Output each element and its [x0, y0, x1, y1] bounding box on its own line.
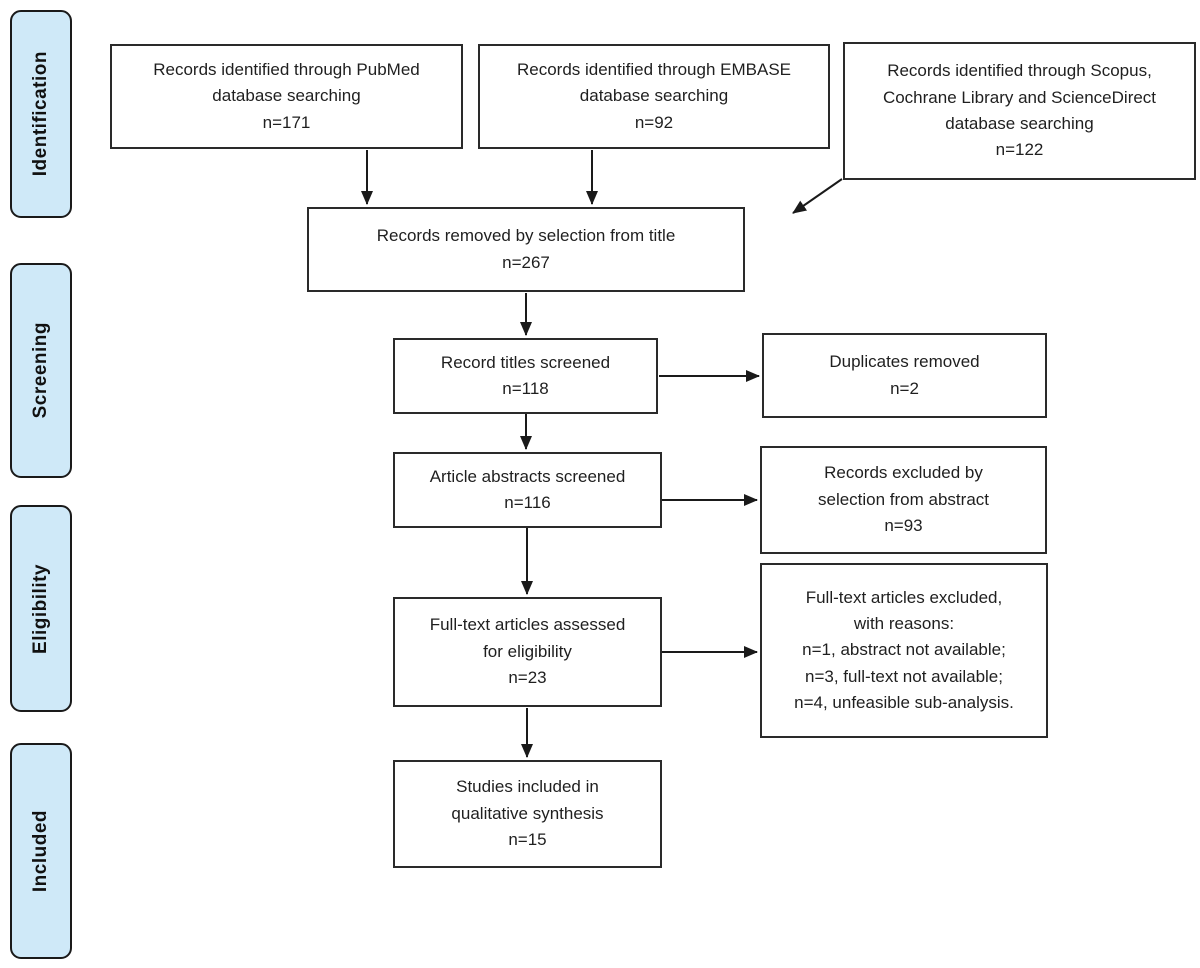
stage-eligibility-label: Eligibility: [30, 563, 51, 654]
flow-box-records-embase: Records identified through EMBASE databa…: [478, 44, 830, 149]
flow-box-article-abstracts-screened: Article abstracts screened n=116: [393, 452, 662, 528]
flow-box-records-removed-by-title: Records removed by selection from title …: [307, 207, 745, 292]
flow-box-record-titles-screened: Record titles screened n=118: [393, 338, 658, 414]
flow-box-duplicates-removed: Duplicates removed n=2: [762, 333, 1047, 418]
stage-screening: Screening: [10, 263, 72, 478]
stage-included-label: Included: [30, 809, 51, 893]
flow-box-records-excluded-by-abstract: Records excluded by selection from abstr…: [760, 446, 1047, 554]
flow-box-studies-included: Studies included in qualitative synthesi…: [393, 760, 662, 868]
stage-screening-label: Screening: [30, 322, 51, 419]
arrow-scopus-to-removed: [792, 178, 843, 214]
stage-included: Included: [10, 743, 72, 959]
stage-identification: Identification: [10, 10, 72, 218]
flow-box-records-scopus-cochrane-sciencedirect: Records identified through Scopus, Cochr…: [843, 42, 1196, 180]
flow-box-fulltext-assessed: Full-text articles assessed for eligibil…: [393, 597, 662, 707]
stage-identification-label: Identification: [30, 51, 51, 177]
stage-eligibility: Eligibility: [10, 505, 72, 712]
flow-box-fulltext-excluded-with-reasons: Full-text articles excluded, with reason…: [760, 563, 1048, 738]
flow-box-records-pubmed: Records identified through PubMed databa…: [110, 44, 463, 149]
